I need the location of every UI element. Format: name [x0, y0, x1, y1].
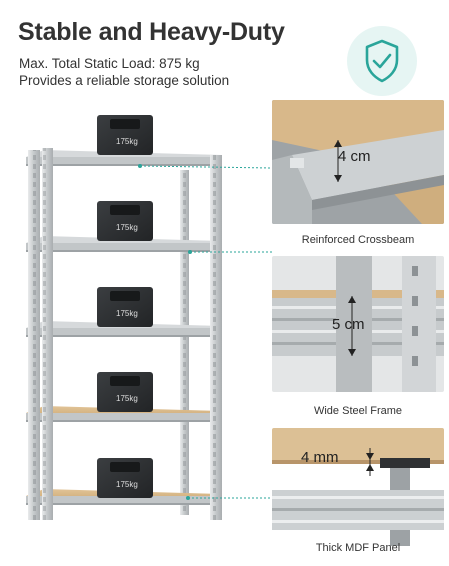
- mdf-panel-detail-panel: [272, 428, 444, 546]
- weight-label: 175kg: [116, 137, 138, 146]
- page-title: Stable and Heavy-Duty: [18, 18, 285, 46]
- weight-label: 175kg: [116, 480, 138, 489]
- mdf-panel-dimension: 4 mm: [301, 449, 339, 466]
- shelf-level-3: [26, 321, 222, 337]
- steel-frame-detail-panel: [272, 256, 444, 392]
- weight-block-1: [97, 115, 153, 155]
- shield-check-badge: [347, 26, 417, 96]
- storage-solution-text: Provides a reliable storage solution: [19, 73, 230, 88]
- weight-label: 175kg: [116, 223, 138, 232]
- steel-frame-caption: Wide Steel Frame: [313, 405, 403, 417]
- mdf-panel-image: [272, 428, 444, 546]
- weight-block-3: [97, 287, 153, 327]
- weight-block-2: [97, 201, 153, 241]
- crossbeam-dimension: 4 cm: [338, 148, 371, 165]
- mdf-panel-caption: Thick MDF Panel: [315, 542, 401, 554]
- shelf-level-2: [26, 236, 222, 252]
- crossbeam-detail-panel: [272, 100, 444, 224]
- crossbeam-caption: Reinforced Crossbeam: [301, 234, 415, 246]
- shelf-level-4: [26, 406, 222, 422]
- shield-check-icon: [365, 39, 399, 83]
- shelf-level-1: [26, 150, 222, 166]
- max-load-text: Max. Total Static Load: 875 kg: [19, 56, 200, 71]
- crossbeam-image: [272, 100, 444, 224]
- steel-frame-image: [272, 256, 444, 392]
- weight-block-4: [97, 372, 153, 412]
- weight-label: 175kg: [116, 309, 138, 318]
- steel-frame-dimension: 5 cm: [332, 316, 365, 333]
- weight-label: 175kg: [116, 394, 138, 403]
- weight-block-5: [97, 458, 153, 498]
- shelving-unit-illustration: [26, 115, 272, 520]
